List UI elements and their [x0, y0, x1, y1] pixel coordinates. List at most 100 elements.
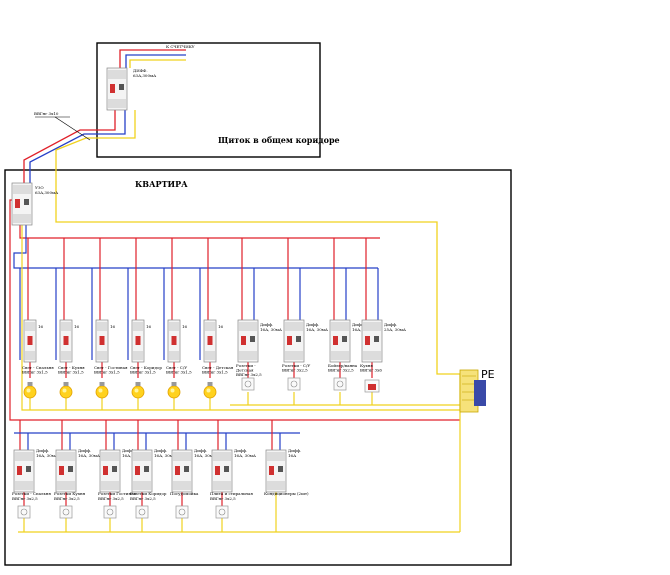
top-device-rating: 16: [38, 324, 44, 329]
top-device-caption-2: ВВГнг 3х1,5: [94, 370, 120, 375]
bottom-device-4: [131, 449, 153, 493]
socket-icon: [17, 505, 31, 519]
bottom-device-caption-2: ВВГнг 3х2,5: [130, 496, 156, 501]
top-device-caption-2: ВВГнг 3х1,5: [22, 370, 48, 375]
top-device-rating: 16: [74, 324, 80, 329]
top-device-caption-2: ВВГнг 3х1,5: [202, 370, 228, 375]
bottom-device-1: [13, 449, 35, 493]
bottom-device-caption-1: Розетки Гостиная: [98, 491, 137, 496]
corridor-panel-frame: [96, 42, 321, 158]
top-device-7: [237, 319, 259, 363]
top-device-caption-1: Свет - С/У: [166, 365, 187, 370]
branch-wiring: [14, 238, 379, 532]
top-device-10: [361, 319, 383, 363]
top-device-5: [167, 319, 181, 363]
top-device-rating: 16: [110, 324, 116, 329]
top-device-6: [203, 319, 217, 363]
top-device-rating-1: Дифф.: [306, 322, 319, 327]
bottom-device-2: [55, 449, 77, 493]
top-device-caption-1: Свет - Спальня: [22, 365, 54, 370]
bottom-device-caption-2: ВВГнг 3х2,5: [210, 496, 236, 501]
top-device-caption-1: Свет - Детская: [202, 365, 234, 370]
corridor-feed-label: К СЧЕТЧИКУ: [166, 44, 195, 49]
socket-icon: [333, 377, 347, 391]
main-device-rating: 63А,300мА: [35, 190, 58, 195]
bottom-device-rating-1: Дифф.: [122, 448, 135, 453]
bottom-device-caption-1: Розетки - Спальня: [12, 491, 51, 496]
top-device-caption-1: Свет - Гостиная: [94, 365, 128, 370]
bottom-device-rating-2: 16А, 30мА: [36, 453, 58, 458]
top-device-rating: 16: [182, 324, 188, 329]
corridor-rcd-label: ДИФФ.: [133, 68, 148, 73]
bottom-device-rating-1: Дифф.: [36, 448, 49, 453]
bottom-device-rating-1: Дифф.: [288, 448, 301, 453]
top-device-caption-3: ВВГнг 3х2,5: [236, 372, 262, 377]
pe-busbar: [459, 369, 486, 413]
bottom-device-rating-1: Дифф.: [194, 448, 207, 453]
bottom-device-7: [265, 449, 287, 493]
bottom-device-rating-2: 16А, 30мА: [234, 453, 256, 458]
socket-icon: [215, 505, 229, 519]
top-device-1: [23, 319, 37, 363]
top-device-caption-1: Свет - Кухня: [58, 365, 85, 370]
socket-icon: [175, 505, 189, 519]
top-device-9: [329, 319, 351, 363]
bottom-device-caption-1: Кондиционеры (2шт): [264, 491, 309, 496]
corridor-rcd: [106, 67, 128, 111]
bottom-device-caption-1: Посудомойка: [170, 491, 199, 496]
bottom-device-rating-1: Дифф.: [154, 448, 167, 453]
bottom-device-caption-1: Розетки Коридор: [130, 491, 167, 496]
socket-icon: [135, 505, 149, 519]
top-device-rating-2: 25А, 30мА: [384, 327, 406, 332]
socket-icon: [59, 505, 73, 519]
apartment-main-device: [11, 182, 33, 226]
lamp-icon: [167, 381, 181, 399]
main-device-label: УЗО: [35, 185, 44, 190]
bottom-device-caption-2: ВВГнг 3х2,5: [12, 496, 38, 501]
bottom-device-rating-2: 16А, 30мА: [154, 453, 176, 458]
top-device-caption-2: ВВГнг 3х6: [360, 368, 382, 373]
lamp-icon: [23, 381, 37, 399]
top-device-caption-2: ВВГнг 3х1,5: [58, 370, 84, 375]
socket-icon: [103, 505, 117, 519]
top-device-rating-1: Дифф.: [384, 322, 397, 327]
bottom-device-caption-1: Плита и стиральная: [210, 491, 253, 496]
cable-label: ВВГнг 3х10: [34, 111, 59, 116]
pe-label: PE: [481, 368, 495, 381]
top-device-caption-1: Свет - Коридор: [130, 365, 162, 370]
bottom-device-caption-1: Розетки Кухня: [54, 491, 86, 496]
corridor-rcd-rating: 63А,300мА: [133, 73, 156, 78]
apartment-frame: [4, 169, 512, 566]
top-device-rating-2: 16А, 30мА: [260, 327, 282, 332]
top-device-rating: 16: [146, 324, 152, 329]
top-device-8: [283, 319, 305, 363]
top-device-caption-1: Бойлер/ванна: [328, 363, 358, 368]
cooker-icon: [364, 379, 380, 393]
bottom-device-rating-1: Дифф.: [234, 448, 247, 453]
top-device-caption-1: Розетки - С/У: [282, 363, 310, 368]
socket-icon: [287, 377, 301, 391]
top-device-rating-2: 16А, 30мА: [306, 327, 328, 332]
top-device-2: [59, 319, 73, 363]
bottom-device-6: [211, 449, 233, 493]
top-device-3: [95, 319, 109, 363]
top-device-caption-2: Детская: [236, 368, 254, 373]
top-device-caption-2: ВВГнг 3х2,5: [328, 368, 354, 373]
bottom-device-rating-2: 16А, 30мА: [194, 453, 216, 458]
lamp-icon: [203, 381, 217, 399]
bottom-device-3: [99, 449, 121, 493]
top-device-rating-1: Дифф.: [352, 322, 365, 327]
apartment-title: КВАРТИРА: [135, 179, 188, 189]
top-device-caption-2: ВВГнг 3х2,5: [282, 368, 308, 373]
top-device-caption-2: ВВГнг 3х1,5: [130, 370, 156, 375]
bottom-device-5: [171, 449, 193, 493]
lamp-icon: [95, 381, 109, 399]
bottom-device-rating-1: Дифф.: [78, 448, 91, 453]
bottom-device-rating-2: 16А: [288, 453, 296, 458]
bottom-device-caption-2: ВВГнг 3х2,5: [98, 496, 124, 501]
bottom-device-caption-2: ВВГнг 3х2,5: [54, 496, 80, 501]
corridor-panel-title: Щиток в общем коридоре: [218, 135, 340, 145]
